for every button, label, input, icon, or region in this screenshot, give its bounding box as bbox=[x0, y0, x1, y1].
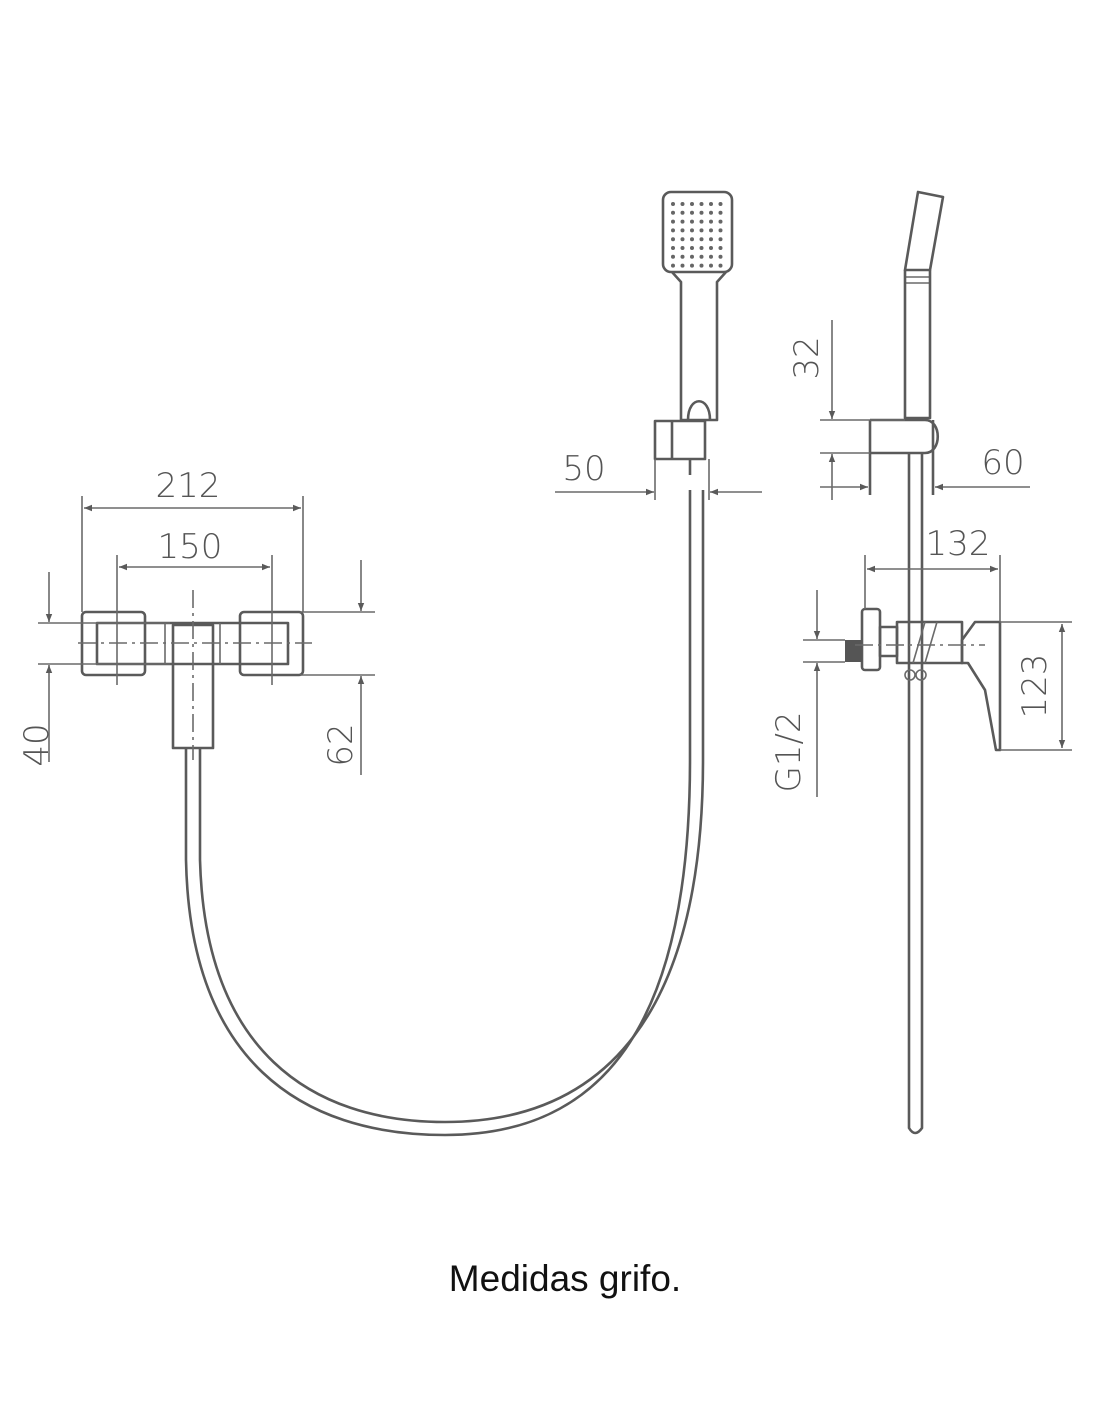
nozzle-dot bbox=[680, 210, 685, 215]
nozzle-dot bbox=[690, 254, 694, 259]
nozzle-dot bbox=[680, 237, 685, 242]
nozzle-dot bbox=[671, 237, 675, 242]
nozzle-dot bbox=[690, 263, 694, 268]
nozzle-dot bbox=[699, 219, 704, 224]
dim-123: 123 bbox=[1015, 654, 1055, 719]
nozzle-dot bbox=[680, 254, 685, 259]
nozzle-dot bbox=[699, 237, 704, 242]
nozzle-dot bbox=[718, 263, 723, 268]
shower-hose bbox=[184, 490, 692, 1137]
nozzle-dot bbox=[709, 246, 713, 250]
dimension-lines-side bbox=[803, 320, 1072, 797]
nozzle-dot bbox=[699, 246, 704, 250]
dim-212: 212 bbox=[156, 466, 221, 506]
nozzle-dot bbox=[680, 202, 685, 206]
nozzle-dot bbox=[680, 228, 685, 233]
nozzle-dot bbox=[718, 210, 723, 215]
nozzle-dot bbox=[709, 202, 713, 206]
dim-50: 50 bbox=[562, 449, 605, 489]
dimension-lines-front bbox=[38, 496, 375, 775]
dim-32: 32 bbox=[787, 336, 827, 379]
nozzle-dot bbox=[671, 228, 675, 233]
nozzle-dot bbox=[718, 254, 723, 259]
nozzle-dot bbox=[699, 202, 704, 206]
dim-60: 60 bbox=[981, 443, 1024, 483]
nozzle-dot bbox=[690, 237, 694, 242]
nozzle-dot bbox=[690, 202, 694, 206]
nozzle-dot bbox=[699, 254, 704, 259]
nozzle-dot bbox=[718, 228, 723, 233]
mixer-front-view bbox=[78, 555, 312, 760]
nozzle-dot bbox=[699, 228, 704, 233]
nozzle-dot bbox=[680, 246, 685, 250]
nozzle-dot bbox=[709, 228, 713, 233]
nozzle-dot bbox=[680, 263, 685, 268]
nozzle-dot bbox=[718, 202, 723, 206]
nozzle-dot bbox=[671, 263, 675, 268]
hand-shower-front bbox=[653, 190, 734, 475]
caption: Medidas grifo. bbox=[448, 1258, 682, 1299]
nozzle-dot bbox=[690, 210, 694, 215]
nozzle-dot bbox=[718, 219, 723, 224]
nozzle-dot bbox=[718, 246, 723, 250]
nozzle-dot bbox=[671, 246, 675, 250]
nozzle-dot bbox=[671, 254, 675, 259]
nozzle-dot bbox=[690, 228, 694, 233]
nozzle-dot bbox=[671, 219, 675, 224]
nozzle-dot bbox=[671, 210, 675, 215]
nozzle-dot bbox=[709, 219, 713, 224]
nozzle-dot bbox=[709, 237, 713, 242]
nozzle-dot bbox=[709, 210, 713, 215]
hand-shower-side bbox=[868, 190, 945, 1135]
dim-40: 40 bbox=[17, 723, 57, 766]
dim-150: 150 bbox=[158, 527, 223, 567]
nozzle-dot bbox=[709, 263, 713, 268]
nozzle-dot bbox=[690, 246, 694, 250]
dim-g1-2: G1/2 bbox=[769, 711, 809, 792]
nozzle-dot bbox=[699, 263, 704, 268]
nozzle-dot bbox=[690, 219, 694, 224]
dim-62: 62 bbox=[321, 723, 361, 766]
dimension-50 bbox=[555, 459, 762, 500]
dim-132: 132 bbox=[926, 524, 991, 564]
nozzle-dot bbox=[709, 254, 713, 259]
nozzle-dot bbox=[680, 219, 685, 224]
nozzle-dot bbox=[718, 237, 723, 242]
nozzle-dot bbox=[699, 210, 704, 215]
nozzle-dot bbox=[671, 202, 675, 206]
